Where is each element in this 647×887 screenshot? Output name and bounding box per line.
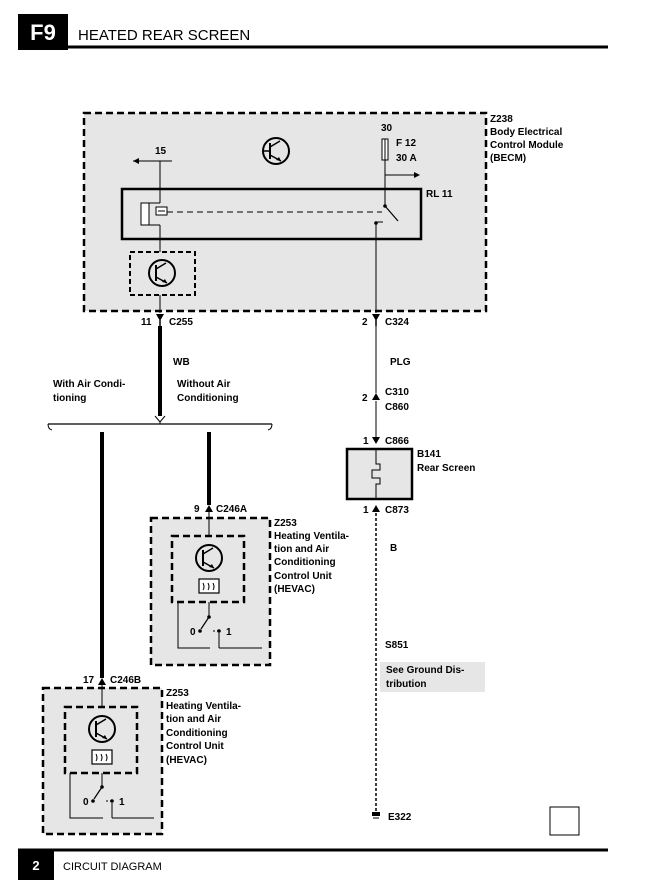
fuse-rating: 30 A	[396, 153, 417, 164]
hevac-a-name-2: tion and Air	[274, 544, 329, 555]
hevac-b-name-5: (HEVAC)	[166, 755, 207, 766]
hevac-a-switch-off: 0	[190, 627, 196, 638]
connector-c866	[372, 437, 380, 444]
connector-c255	[156, 314, 164, 326]
c324-pin: 2	[362, 317, 368, 328]
hevac-a-id: Z253	[274, 518, 297, 529]
c255-pin: 11	[141, 317, 152, 328]
hevac-a-name-5: (HEVAC)	[274, 584, 315, 595]
hevac-a-rear-defrost-icon	[198, 578, 220, 594]
branch-with-ac-line-1: With Air Condi-	[53, 379, 125, 390]
hevac-b-switch-icon	[69, 773, 154, 819]
c873-pin: 1	[363, 505, 369, 516]
hevac-b-name-3: Conditioning	[166, 728, 228, 739]
ground-symbol-icon	[372, 812, 380, 819]
c860-name: C860	[385, 402, 409, 413]
wire-plg-label: PLG	[390, 357, 411, 368]
hevac-b-switch-off: 0	[83, 797, 89, 808]
rear-screen-box	[345, 447, 414, 501]
supply-30-label: 30	[381, 123, 393, 134]
connector-c246a	[205, 505, 213, 518]
c310-name: C310	[385, 387, 409, 398]
c246a-name: C246A	[216, 504, 247, 515]
becm-transistor-icon	[262, 137, 290, 165]
c246a-pin: 9	[194, 504, 200, 515]
wire-wb-label: WB	[173, 357, 190, 368]
heater-element-icon	[371, 449, 381, 499]
hevac-a-transistor-icon	[195, 544, 223, 572]
hevac-b-transistor-icon	[88, 715, 116, 743]
ground-note-line-2: tribution	[386, 679, 427, 690]
connector-c246b	[98, 678, 106, 688]
hevac-a-switch-icon	[177, 602, 262, 649]
rear-screen-id: B141	[417, 449, 441, 460]
becm-id: Z238	[490, 114, 513, 125]
c324-name: C324	[385, 317, 409, 328]
branch-with-ac-line-2: tioning	[53, 393, 86, 404]
hevac-b-name-1: Heating Ventila-	[166, 701, 241, 712]
becm-name-line-2: Control Module	[490, 140, 564, 151]
becm-driver-box	[129, 251, 196, 296]
ground-note-line-1: See Ground Dis-	[386, 665, 464, 676]
section-badge	[18, 14, 68, 50]
hevac-b-name-2: tion and Air	[166, 714, 221, 725]
relay-coil-icon	[140, 189, 168, 239]
wire-b-label: B	[390, 543, 397, 554]
hevac-a-name-1: Heating Ventila-	[274, 531, 349, 542]
splice-id: S851	[385, 640, 409, 651]
page-title: HEATED REAR SCREEN	[78, 27, 250, 44]
feed-15-arrow-icon	[133, 158, 139, 164]
c866-pin: 1	[363, 436, 369, 447]
hevac-a-switch-on: 1	[226, 627, 232, 638]
relay-contact-icon	[374, 189, 399, 239]
page-number-badge	[18, 850, 54, 880]
hevac-b-switch-on: 1	[119, 797, 125, 808]
supply-arrow-icon	[414, 172, 420, 178]
ground-id: E322	[388, 812, 412, 823]
hevac-a-name-4: Control Unit	[274, 571, 332, 582]
c866-name: C866	[385, 436, 409, 447]
hevac-b-id: Z253	[166, 688, 189, 699]
c246b-pin: 17	[83, 675, 95, 686]
driver-transistor-icon	[148, 259, 176, 287]
c255-name: C255	[169, 317, 193, 328]
connector-c873	[372, 505, 380, 512]
page-number: 2	[32, 858, 39, 873]
rear-screen-name: Rear Screen	[417, 463, 475, 474]
feed-15-label: 15	[155, 146, 167, 157]
hevac-b-name-4: Control Unit	[166, 741, 224, 752]
becm-name-line-1: Body Electrical	[490, 127, 562, 138]
becm-name-line-3: (BECM)	[490, 153, 526, 164]
ground-note-box	[380, 662, 485, 692]
branch-without-ac-line-2: Conditioning	[177, 393, 239, 404]
branch-without-ac-line-1: Without Air	[177, 379, 231, 390]
hevac-b-rear-defrost-icon	[91, 749, 113, 765]
section-code: F9	[30, 20, 56, 45]
relay-rl11-box	[120, 187, 423, 241]
hevac-a-name-3: Conditioning	[274, 557, 336, 568]
c246b-name: C246B	[110, 675, 141, 686]
c873-name: C873	[385, 505, 409, 516]
connector-c324	[372, 314, 380, 326]
option-bracket	[47, 415, 273, 431]
connector-c310	[372, 393, 380, 400]
page-marker-box	[549, 806, 580, 836]
fuse-id: F 12	[396, 138, 416, 149]
c310-pin: 2	[362, 393, 368, 404]
relay-id: RL 11	[426, 189, 453, 200]
footer-label: CIRCUIT DIAGRAM	[63, 861, 162, 873]
